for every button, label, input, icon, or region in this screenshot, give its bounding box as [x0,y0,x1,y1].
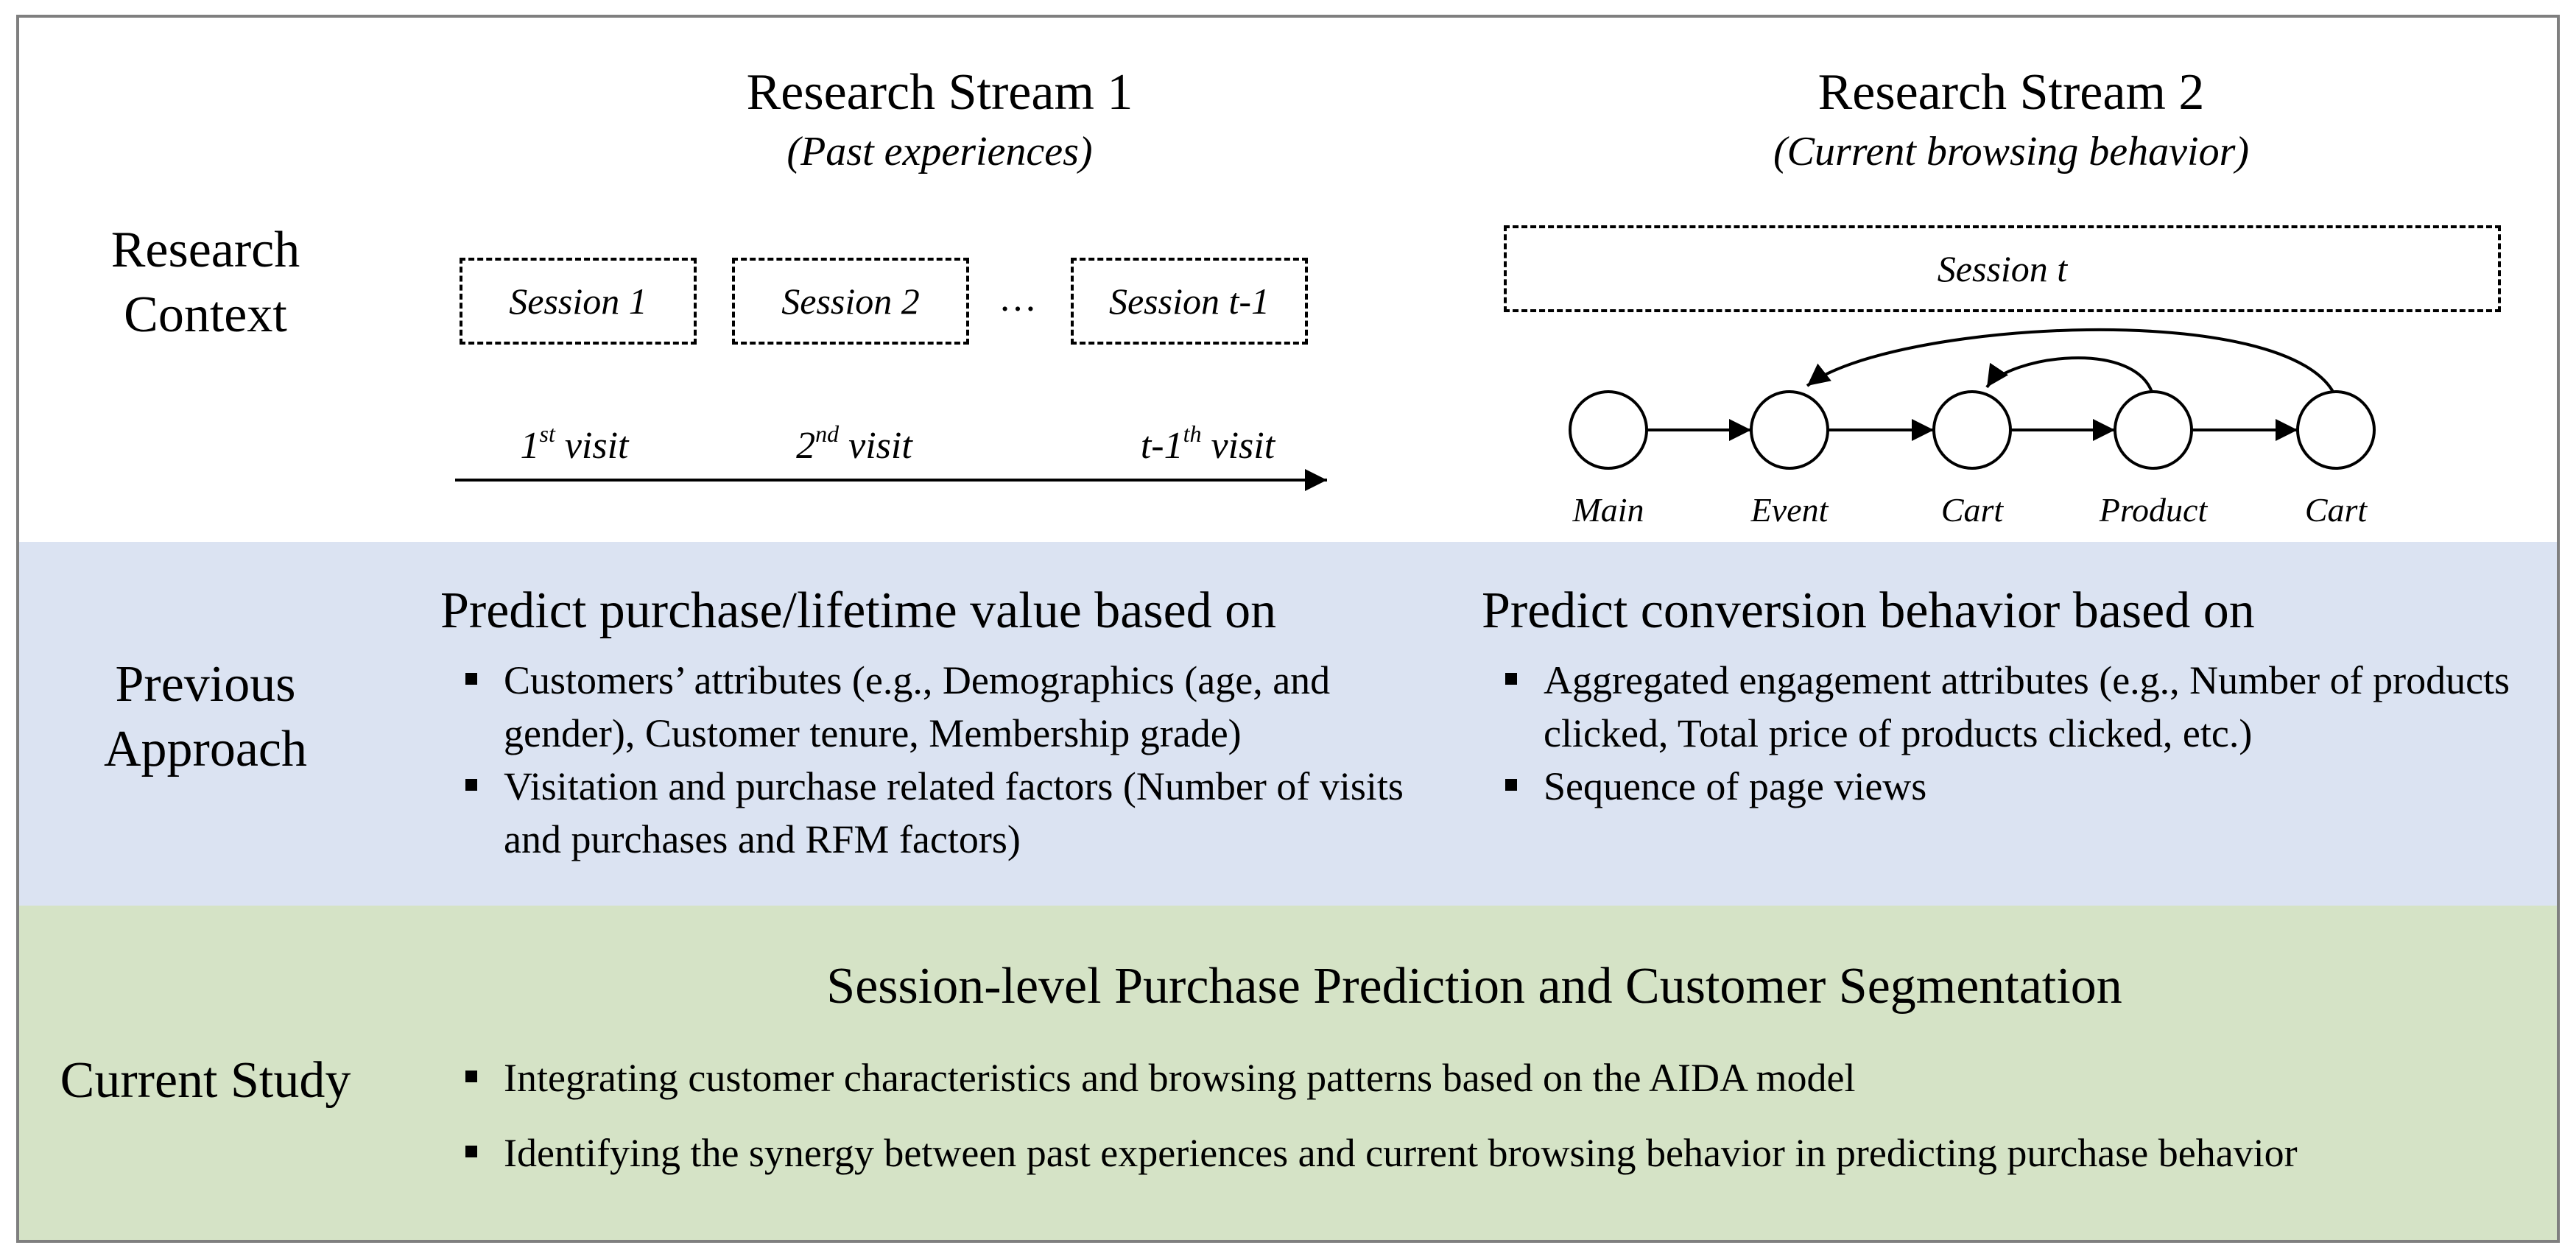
page-node-label: Event [1750,491,1829,529]
visit-word: visit [555,425,629,467]
stream1-title: Research Stream 1 [746,64,1133,121]
previous-left-bullets: Customers’ attributes (e.g., Demographic… [455,654,1442,866]
current-study-band: Current Study Session-level Purchase Pre… [19,906,2557,1240]
bullet-item: Identifying the synergy between past exp… [455,1126,2532,1179]
previous-approach-label: Previous Approach [19,652,392,782]
visit-number: 2 [796,425,816,467]
context-diagram-svg [455,328,2376,491]
session-label: Session t [1937,248,2068,289]
bullet-item: Visitation and purchase related factors … [455,760,1442,866]
research-context-band: Research Context Research Stream 1 (Past… [19,18,2557,542]
previous-approach-band: Previous Approach Predict purchase/lifet… [19,542,2557,906]
diagram-frame: Research Context Research Stream 1 (Past… [16,15,2560,1243]
page-node [1750,390,1829,470]
session-box-t-minus-1: Session t-1 [1071,258,1308,345]
visit-ordinal-suffix: th [1183,420,1202,447]
bullet-item: Integrating customer characteristics and… [455,1051,2532,1104]
visit-number: t-1 [1140,425,1183,467]
current-study-label: Current Study [19,1048,392,1113]
page-node-label: Cart [1940,491,2004,529]
previous-right-bullets: Aggregated engagement attributes (e.g., … [1495,654,2526,813]
return-arrow-product-to-cart [1985,356,2155,397]
stream2-subtitle: (Current browsing behavior) [1773,129,2250,174]
session-box-t: Session t [1504,225,2501,312]
visit-word: visit [839,425,912,467]
visit-label-1: 1st visit [464,422,685,468]
row-label-line: Approach [103,721,307,777]
page-node [2114,390,2193,470]
bullet-item: Sequence of page views [1495,760,2526,813]
research-context-label: Research Context [19,218,392,348]
session-ellipsis: … [999,278,1037,320]
return-arrow-cart-to-event [1806,328,2337,398]
visit-word: visit [1201,425,1275,467]
session-box-1: Session 1 [460,258,697,345]
row-label-line: Current Study [60,1052,351,1109]
session-label: Session 1 [509,281,647,322]
bullet-item: Aggregated engagement attributes (e.g., … [1495,654,2526,760]
page-node-label: Product [2099,491,2208,529]
row-label-line: Context [124,286,287,343]
session-label: Session t-1 [1108,281,1270,322]
stream2-title: Research Stream 2 [1817,64,2205,121]
page-node [2296,390,2376,470]
row-label-line: Previous [115,656,296,713]
page-node-label: Cart [2304,491,2368,529]
session-label: Session 2 [781,281,920,322]
current-heading: Session-level Purchase Prediction and Cu… [826,958,2122,1015]
visit-ordinal-suffix: st [539,420,555,447]
row-label-line: Research [110,222,300,278]
previous-right-heading: Predict conversion behavior based on [1482,582,2255,639]
current-bullets: Integrating customer characteristics and… [455,1051,2532,1202]
session-box-2: Session 2 [732,258,969,345]
visit-label-2: 2nd visit [722,422,987,468]
previous-left-heading: Predict purchase/lifetime value based on [440,582,1277,639]
visit-label-t-minus-1: t-1th visit [1068,422,1348,468]
page-node [1569,390,1648,470]
page-node [1932,390,2012,470]
visit-number: 1 [520,425,540,467]
bullet-item: Customers’ attributes (e.g., Demographic… [455,654,1442,760]
visit-ordinal-suffix: nd [815,420,840,447]
page-node-label: Main [1572,491,1644,529]
page-flow [1569,328,2376,470]
stream1-subtitle: (Past experiences) [786,129,1093,174]
